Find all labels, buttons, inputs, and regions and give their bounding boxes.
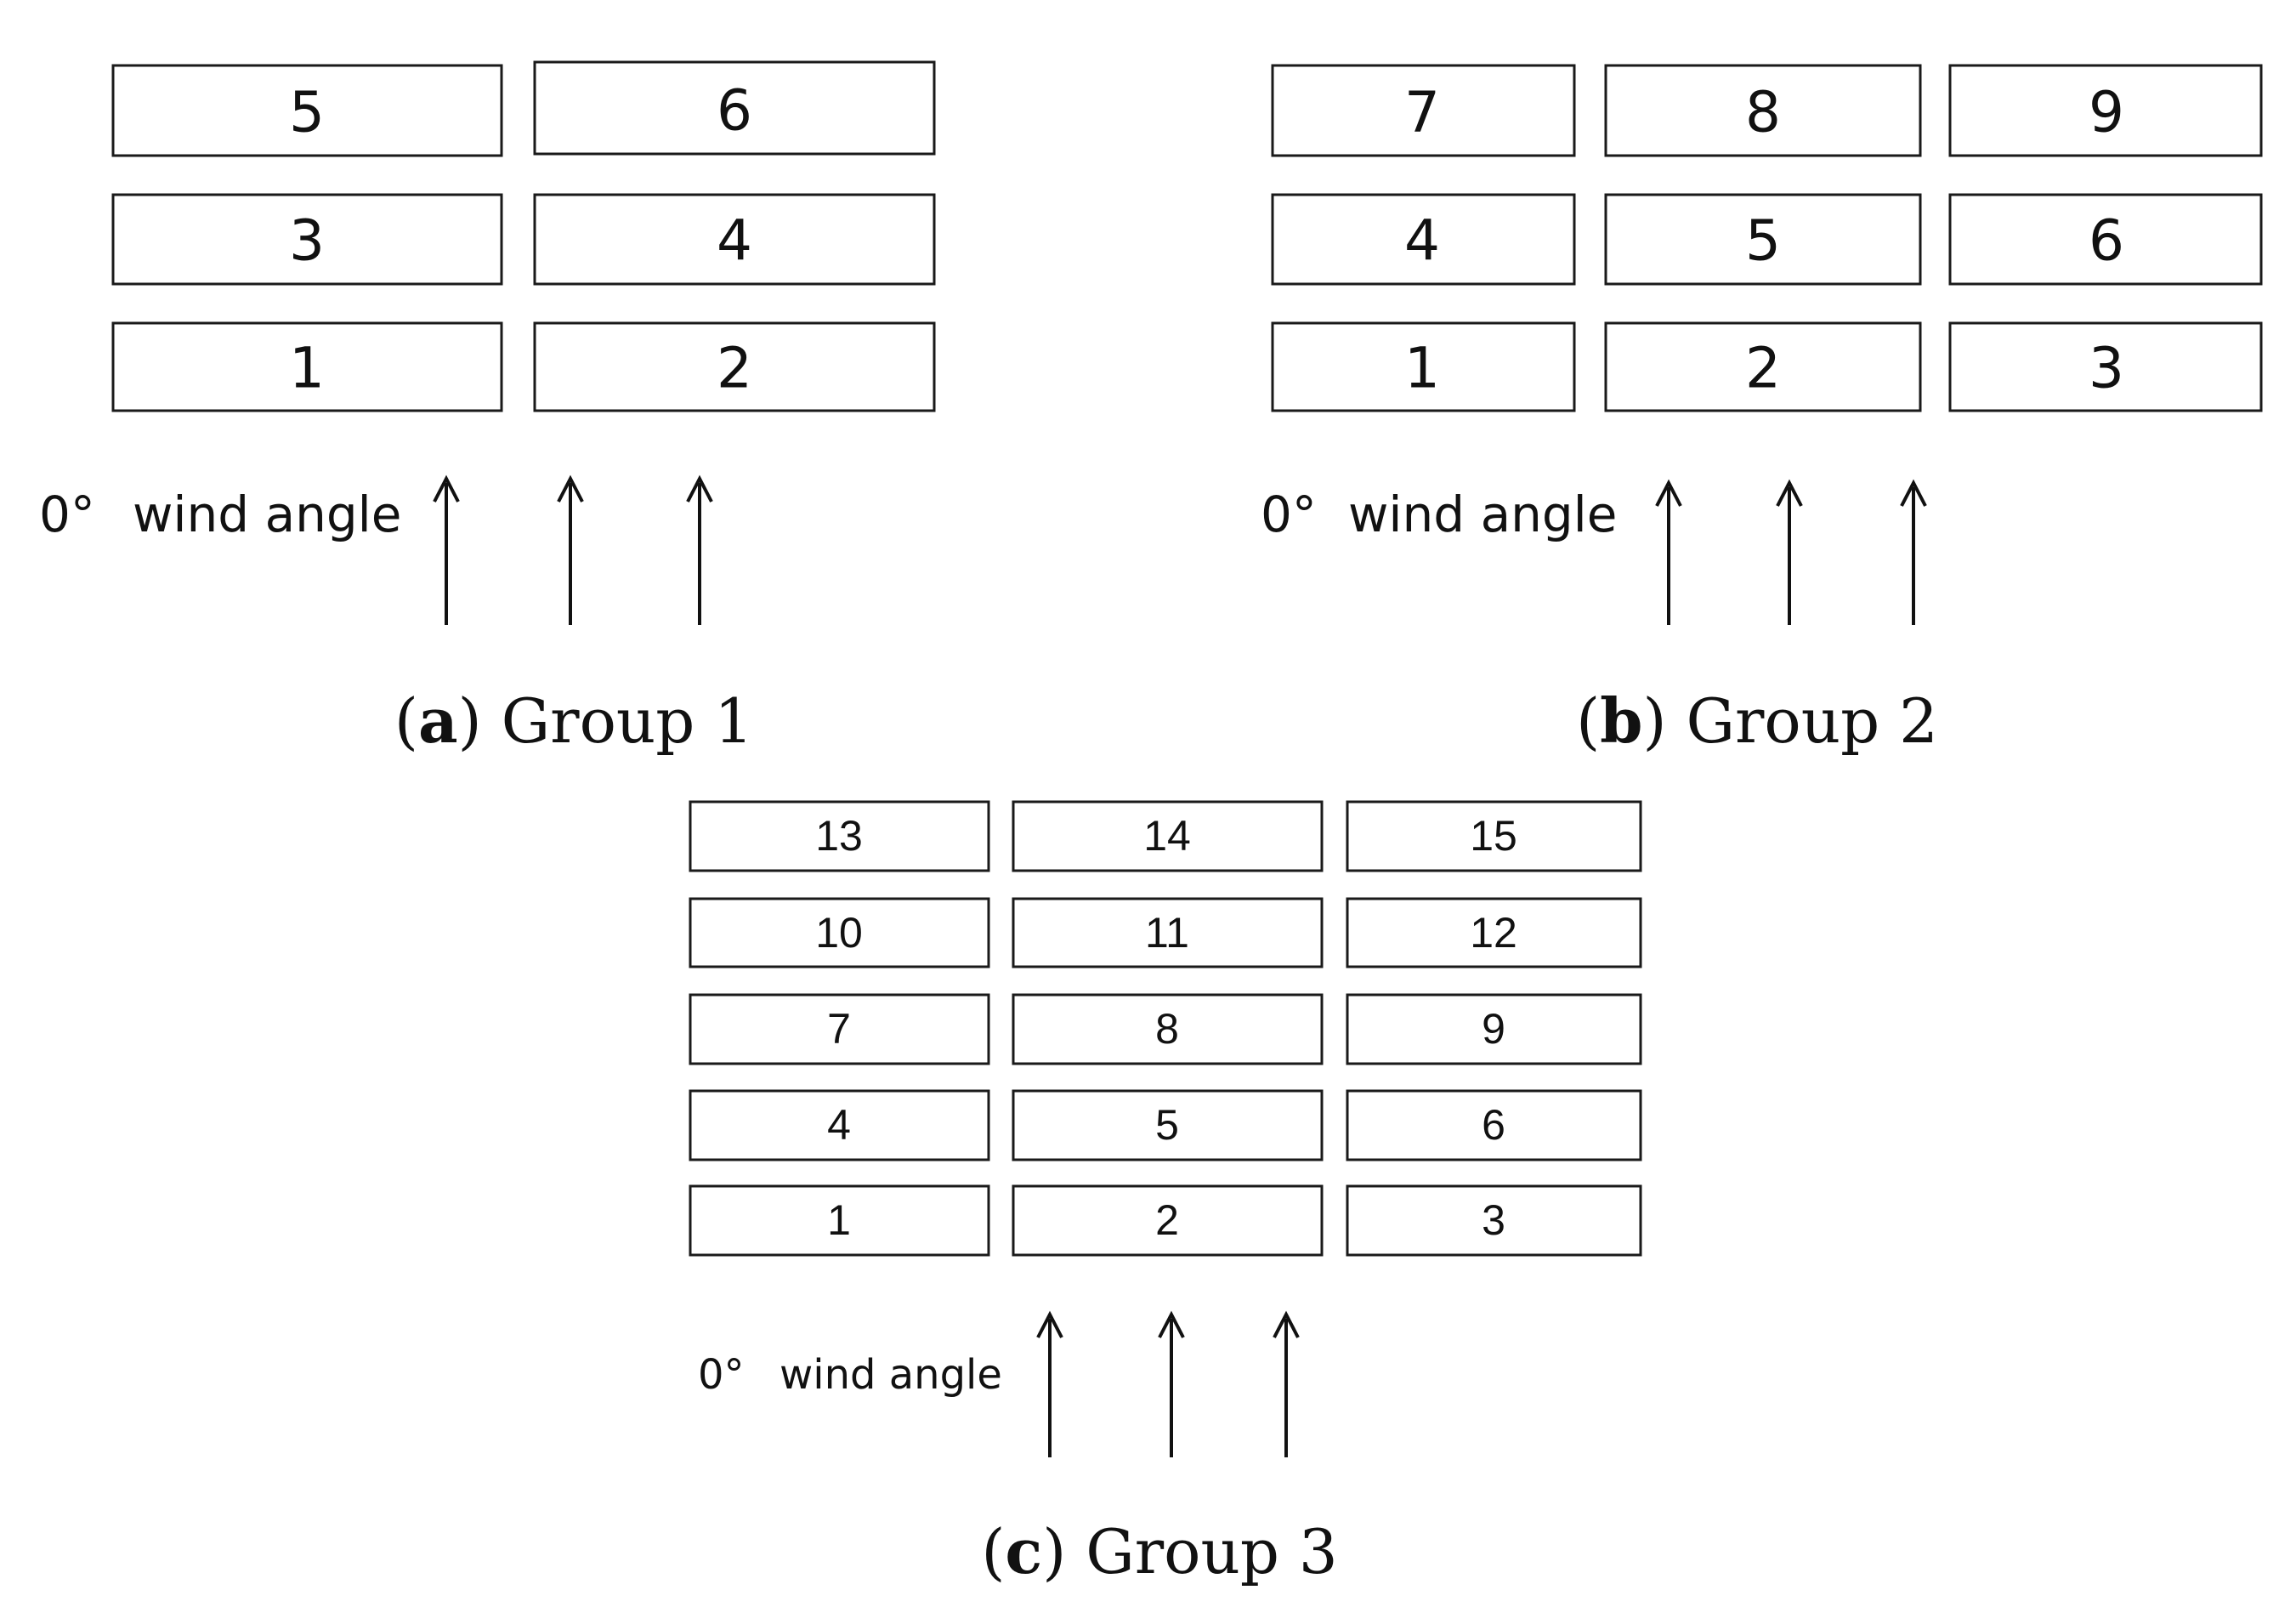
- building-a-2: 2: [533, 321, 936, 412]
- panel-c: 1 2 3 4 5 6 7 8: [689, 800, 1642, 1587]
- building-label: 10: [815, 909, 863, 957]
- building-label: 12: [1470, 909, 1517, 957]
- building-c-5: 5: [1012, 1089, 1324, 1161]
- building-b-2: 2: [1604, 321, 1922, 412]
- building-label: 1: [827, 1196, 851, 1244]
- building-c-15: 15: [1346, 800, 1642, 872]
- building-c-4: 4: [689, 1089, 990, 1161]
- building-label: 11: [1145, 909, 1189, 957]
- building-label: 2: [717, 336, 752, 401]
- building-label: 7: [827, 1005, 851, 1053]
- building-c-13: 13: [689, 800, 990, 872]
- building-c-7: 7: [689, 993, 990, 1065]
- wind-arrow: [1036, 1310, 1063, 1457]
- building-label: 4: [717, 208, 752, 274]
- building-c-11: 11: [1012, 897, 1324, 968]
- building-a-6: 6: [533, 60, 936, 156]
- wind-angle-value: 0°: [698, 1351, 745, 1399]
- building-label: 14: [1143, 812, 1191, 860]
- wind-angle-label: wind angle: [780, 1351, 1002, 1399]
- caption-a: (a) Group 1: [394, 684, 753, 757]
- building-label: 6: [1482, 1101, 1505, 1149]
- building-label: 4: [1404, 208, 1440, 274]
- building-b-1: 1: [1271, 321, 1576, 412]
- building-label: 2: [1745, 336, 1781, 401]
- building-label: 1: [289, 336, 325, 401]
- building-label: 5: [1155, 1101, 1179, 1149]
- caption-letter: a: [418, 684, 458, 757]
- building-label: 6: [2089, 208, 2124, 274]
- wind-angle-value: 0°: [39, 486, 95, 543]
- wind-angle-label: wind angle: [133, 486, 401, 543]
- wind-arrow: [1655, 479, 1682, 625]
- building-label: 1: [1404, 336, 1440, 401]
- building-c-8: 8: [1012, 993, 1324, 1065]
- building-c-2: 2: [1012, 1184, 1324, 1257]
- building-label: 9: [1482, 1005, 1505, 1053]
- caption-letter: c: [1005, 1515, 1042, 1587]
- building-label: 6: [717, 78, 752, 144]
- building-b-6: 6: [1948, 193, 2263, 286]
- building-b-8: 8: [1604, 64, 1922, 157]
- building-a-4: 4: [533, 193, 936, 286]
- building-c-6: 6: [1346, 1089, 1642, 1161]
- wind-arrow: [1158, 1310, 1185, 1457]
- wind-angle-value: 0°: [1261, 486, 1317, 543]
- wind-arrow: [1900, 479, 1927, 625]
- building-c-9: 9: [1346, 993, 1642, 1065]
- caption-b: (b) Group 2: [1576, 684, 1938, 757]
- building-label: 5: [1745, 208, 1781, 274]
- caption-text: Group 2: [1686, 685, 1937, 757]
- building-b-5: 5: [1604, 193, 1922, 286]
- wind-arrow: [1776, 479, 1803, 625]
- building-label: 9: [2089, 80, 2124, 145]
- caption-c: (c) Group 3: [981, 1515, 1337, 1587]
- building-label: 15: [1470, 812, 1517, 860]
- building-c-14: 14: [1012, 800, 1324, 872]
- wind-arrow: [1273, 1310, 1300, 1457]
- caption-text: Group 3: [1086, 1516, 1337, 1587]
- building-label: 2: [1155, 1196, 1179, 1244]
- building-label: 3: [2089, 336, 2124, 401]
- building-a-3: 3: [111, 193, 503, 286]
- building-label: 8: [1745, 80, 1781, 145]
- caption-text: Group 1: [502, 685, 753, 757]
- building-label: 8: [1155, 1005, 1179, 1053]
- building-a-5: 5: [111, 64, 503, 157]
- building-c-10: 10: [689, 897, 990, 968]
- building-label: 7: [1404, 80, 1440, 145]
- building-b-9: 9: [1948, 64, 2263, 157]
- building-b-7: 7: [1271, 64, 1576, 157]
- wind-angle-label: wind angle: [1348, 486, 1617, 543]
- building-label: 5: [289, 80, 325, 145]
- building-c-3: 3: [1346, 1184, 1642, 1257]
- wind-arrow: [686, 474, 713, 625]
- building-c-1: 1: [689, 1184, 990, 1257]
- building-label: 13: [815, 812, 863, 860]
- wind-arrow: [557, 474, 584, 625]
- building-b-4: 4: [1271, 193, 1576, 286]
- building-label: 4: [827, 1101, 851, 1149]
- building-b-3: 3: [1948, 321, 2263, 412]
- building-label: 3: [289, 208, 325, 274]
- wind-arrow: [433, 474, 460, 625]
- panel-a: 1 2 3 4 5 6 0° wind angle: [39, 60, 936, 757]
- building-c-12: 12: [1346, 897, 1642, 968]
- caption-letter: b: [1600, 684, 1642, 757]
- building-a-1: 1: [111, 321, 503, 412]
- panel-b: 1 2 3 4 5 6 7 8: [1261, 64, 2263, 757]
- building-label: 3: [1482, 1196, 1505, 1244]
